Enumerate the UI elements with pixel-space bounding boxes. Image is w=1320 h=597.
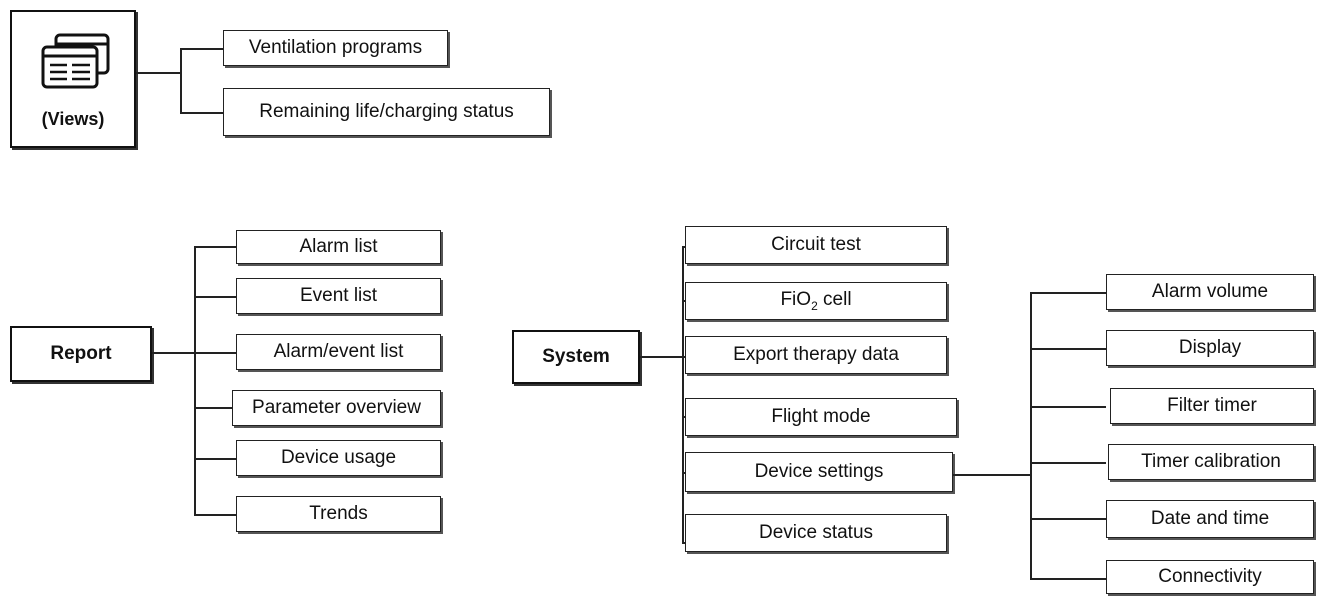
menu-item-label: Device usage [280, 447, 397, 468]
menu-item-label: Alarm/event list [273, 341, 404, 362]
menu-item-label: Circuit test [771, 234, 861, 255]
connector [1030, 518, 1106, 520]
menu-item-alarm-list[interactable]: Alarm list [236, 230, 441, 264]
menu-item-label: Alarm volume [1151, 281, 1269, 302]
menu-item-remaining-life[interactable]: Remaining life/charging status [223, 88, 550, 136]
menu-item-label: Ventilation programs [248, 37, 423, 58]
views-label: (Views) [41, 109, 105, 129]
connector [194, 246, 196, 514]
report-label: Report [50, 343, 112, 364]
connector [682, 246, 685, 248]
menu-item-circuit-test[interactable]: Circuit test [685, 226, 947, 264]
connector [180, 48, 182, 112]
menu-item-alarm-event-list[interactable]: Alarm/event list [236, 334, 441, 370]
connector [953, 474, 1030, 476]
connector [682, 300, 685, 302]
menu-item-timer-calibration[interactable]: Timer calibration [1108, 444, 1314, 480]
connector [1030, 292, 1032, 578]
menu-item-filter-timer[interactable]: Filter timer [1110, 388, 1314, 424]
menu-item-label: FiO2 cell [780, 289, 852, 313]
menu-item-event-list[interactable]: Event list [236, 278, 441, 314]
menu-item-label: Parameter overview [252, 397, 421, 418]
connector [194, 407, 236, 409]
menu-item-alarm-volume[interactable]: Alarm volume [1106, 274, 1314, 310]
connector [1030, 578, 1106, 580]
menu-item-device-usage[interactable]: Device usage [236, 440, 441, 476]
connector [682, 246, 684, 542]
menu-item-fio2-cell[interactable]: FiO2 cell [685, 282, 947, 320]
system-label: System [542, 346, 610, 367]
menu-item-label: Connectivity [1158, 566, 1262, 587]
connector [194, 458, 236, 460]
menu-item-label: Remaining life/charging status [259, 101, 514, 122]
connector [1030, 462, 1106, 464]
menu-item-label: Device status [758, 522, 874, 543]
menu-item-connectivity[interactable]: Connectivity [1106, 560, 1314, 594]
menu-item-label: Device settings [754, 461, 884, 482]
views-node[interactable]: (Views) [10, 10, 136, 148]
connector [640, 356, 682, 358]
menu-item-label: Export therapy data [733, 344, 899, 365]
menu-item-label: Trends [309, 503, 368, 524]
system-node[interactable]: System [512, 330, 640, 384]
connector [180, 48, 223, 50]
connector [194, 514, 236, 516]
menu-item-label: Event list [299, 285, 378, 306]
connector [194, 352, 236, 354]
connector [180, 112, 223, 114]
connector [136, 72, 180, 74]
connector [682, 356, 685, 358]
menu-item-flight-mode[interactable]: Flight mode [685, 398, 957, 436]
menu-item-display[interactable]: Display [1106, 330, 1314, 366]
connector [194, 246, 236, 248]
menu-item-label: Date and time [1150, 508, 1270, 529]
menu-item-parameter-overview[interactable]: Parameter overview [232, 390, 441, 426]
menu-item-export-therapy-data[interactable]: Export therapy data [685, 336, 947, 374]
menu-item-ventilation-programs[interactable]: Ventilation programs [223, 30, 448, 66]
menu-item-label: Display [1178, 337, 1242, 358]
menu-item-trends[interactable]: Trends [236, 496, 441, 532]
menu-item-device-status[interactable]: Device status [685, 514, 947, 552]
views-windows-icon [41, 33, 110, 89]
connector [682, 472, 685, 474]
report-node[interactable]: Report [10, 326, 152, 382]
connector [1030, 406, 1106, 408]
connector [1030, 292, 1106, 294]
menu-item-label: Alarm list [299, 236, 378, 257]
menu-item-date-and-time[interactable]: Date and time [1106, 500, 1314, 538]
connector [682, 416, 685, 418]
connector [1030, 348, 1106, 350]
connector [682, 542, 685, 544]
connector [152, 352, 194, 354]
menu-item-label: Timer calibration [1141, 451, 1281, 472]
menu-item-label: Flight mode [771, 406, 871, 427]
menu-item-label: Filter timer [1167, 395, 1257, 416]
menu-item-device-settings[interactable]: Device settings [685, 452, 953, 492]
connector [194, 296, 236, 298]
